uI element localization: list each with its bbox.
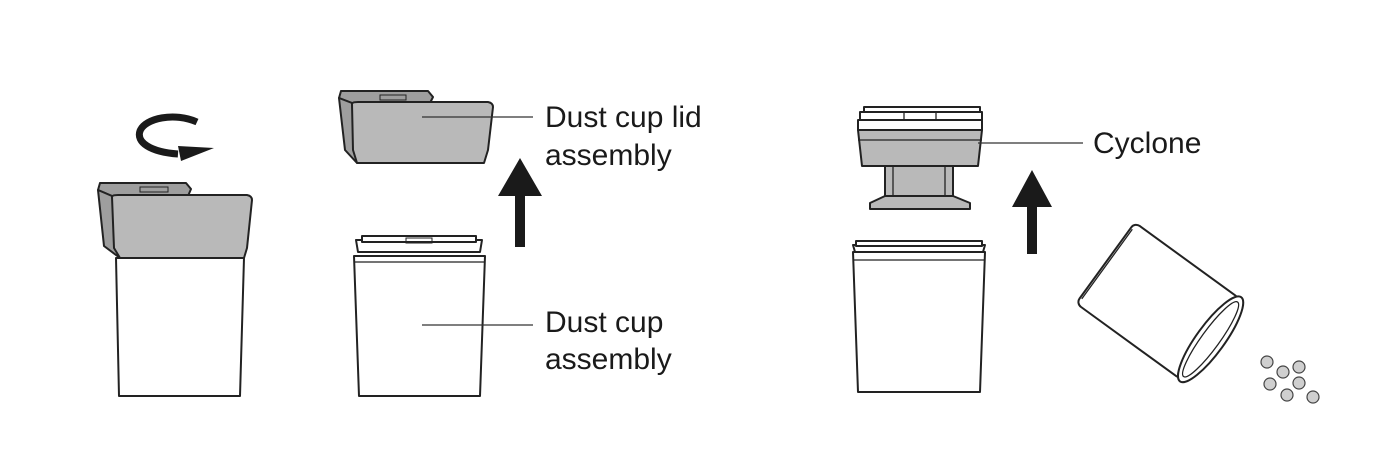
up-arrow-icon xyxy=(498,158,542,247)
step-1-assembled-dust-cup xyxy=(97,113,253,397)
label-dust-cup-line-1: Dust cup xyxy=(545,306,663,339)
label-cyclone: Cyclone xyxy=(1093,127,1201,160)
up-arrow-icon xyxy=(1012,170,1052,254)
label-dust-cup-lid-line-1: Dust cup lid xyxy=(545,101,702,134)
dust-cup-lid-assembly xyxy=(338,90,494,164)
dust-cup-lid xyxy=(97,182,253,259)
dust-cup-body xyxy=(115,257,245,397)
cyclone xyxy=(857,106,983,210)
label-dust-cup-line-2: assembly xyxy=(545,343,672,376)
step-2-lid-removed: Dust cup lid assembly Dust cup assembly xyxy=(338,90,710,397)
empty-dust-cup xyxy=(852,240,986,393)
dust-cup-assembly xyxy=(353,235,486,397)
debris-particles xyxy=(1260,355,1320,404)
label-dust-cup-assembly: Dust cup assembly xyxy=(545,306,672,376)
step-3-cyclone-removed: Cyclone xyxy=(852,106,1320,404)
label-dust-cup-lid-line-2: assembly xyxy=(545,139,672,172)
tilted-dust-cup xyxy=(1077,223,1245,384)
label-dust-cup-lid-assembly: Dust cup lid assembly xyxy=(545,101,710,172)
rotate-arrow-icon xyxy=(135,113,214,161)
